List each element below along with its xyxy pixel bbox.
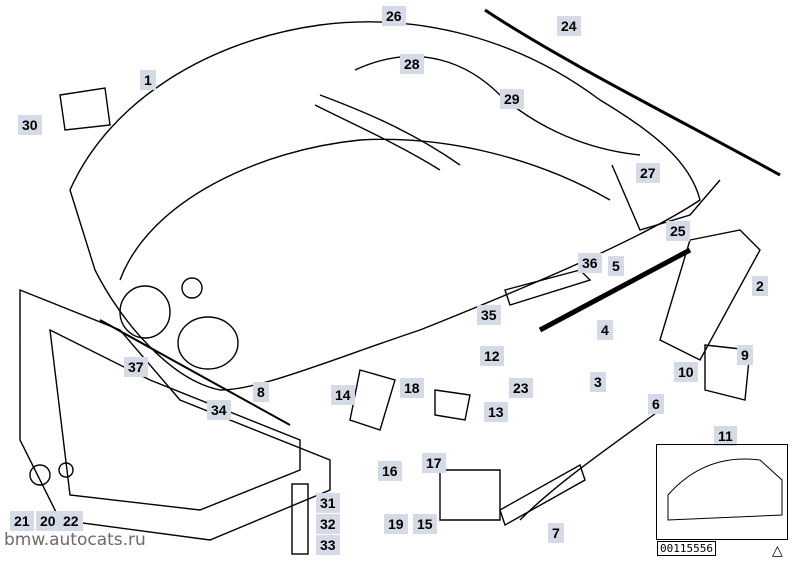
car-inset	[656, 444, 788, 540]
callout-16: 16	[378, 461, 402, 481]
callout-10: 10	[674, 362, 698, 382]
bonnet-vent	[319, 94, 461, 166]
callout-29: 29	[500, 89, 524, 109]
callout-31: 31	[316, 493, 340, 513]
callout-7: 7	[548, 523, 564, 543]
callout-35: 35	[477, 305, 501, 325]
callout-6: 6	[648, 394, 664, 414]
part-14	[349, 369, 396, 431]
part-31-33	[291, 483, 309, 555]
watermark-text: bmw.autocats.ru	[4, 530, 146, 550]
callout-28: 28	[400, 54, 424, 74]
callout-19: 19	[384, 514, 408, 534]
callout-22: 22	[59, 511, 83, 531]
callout-33: 33	[316, 535, 340, 555]
callout-23: 23	[509, 378, 533, 398]
callout-25: 25	[666, 221, 690, 241]
part-13	[434, 389, 471, 421]
callout-3: 3	[590, 372, 606, 392]
kidney-grille-right	[177, 316, 239, 370]
frame-inner	[49, 328, 301, 511]
callout-20: 20	[36, 511, 60, 531]
bonnet-lock	[439, 469, 501, 521]
callout-34: 34	[207, 400, 231, 420]
callout-32: 32	[316, 514, 340, 534]
callout-13: 13	[484, 402, 508, 422]
bonnet-shape	[69, 21, 701, 391]
callout-9: 9	[737, 345, 753, 365]
callout-30: 30	[18, 115, 42, 135]
callout-1: 1	[140, 70, 156, 90]
front-frame	[19, 288, 331, 541]
callout-14: 14	[331, 385, 355, 405]
callout-24: 24	[557, 16, 581, 36]
callout-27: 27	[636, 163, 660, 183]
seal-24	[484, 8, 781, 177]
inset-car-outline	[667, 458, 783, 521]
part-35	[504, 269, 592, 306]
release-cable	[519, 409, 661, 521]
seal-27	[611, 164, 721, 231]
kidney-grille-left	[119, 285, 171, 339]
bonnet-vent-lower	[314, 104, 441, 171]
hinge	[659, 229, 761, 361]
callout-36: 36	[578, 253, 602, 273]
callout-2: 2	[752, 276, 768, 296]
callout-26: 26	[382, 6, 406, 26]
cable-8	[99, 319, 291, 426]
part-20	[29, 464, 51, 486]
callout-17: 17	[422, 453, 446, 473]
part-9	[704, 344, 751, 401]
document-number: 00115556	[657, 541, 716, 556]
bmw-emblem	[181, 277, 203, 299]
bonnet-crease	[119, 138, 611, 281]
callout-12: 12	[480, 346, 504, 366]
callout-37: 37	[124, 357, 148, 377]
warning-icon: △	[772, 543, 783, 559]
part-30	[59, 87, 111, 131]
callout-4: 4	[597, 320, 613, 340]
callout-21: 21	[10, 511, 34, 531]
gas-strut	[538, 247, 692, 333]
callout-15: 15	[413, 514, 437, 534]
callout-18: 18	[400, 378, 424, 398]
part-22	[58, 462, 74, 478]
callout-8: 8	[253, 382, 269, 402]
bracket-7	[499, 463, 586, 527]
callout-5: 5	[608, 256, 624, 276]
callout-11: 11	[714, 426, 737, 446]
